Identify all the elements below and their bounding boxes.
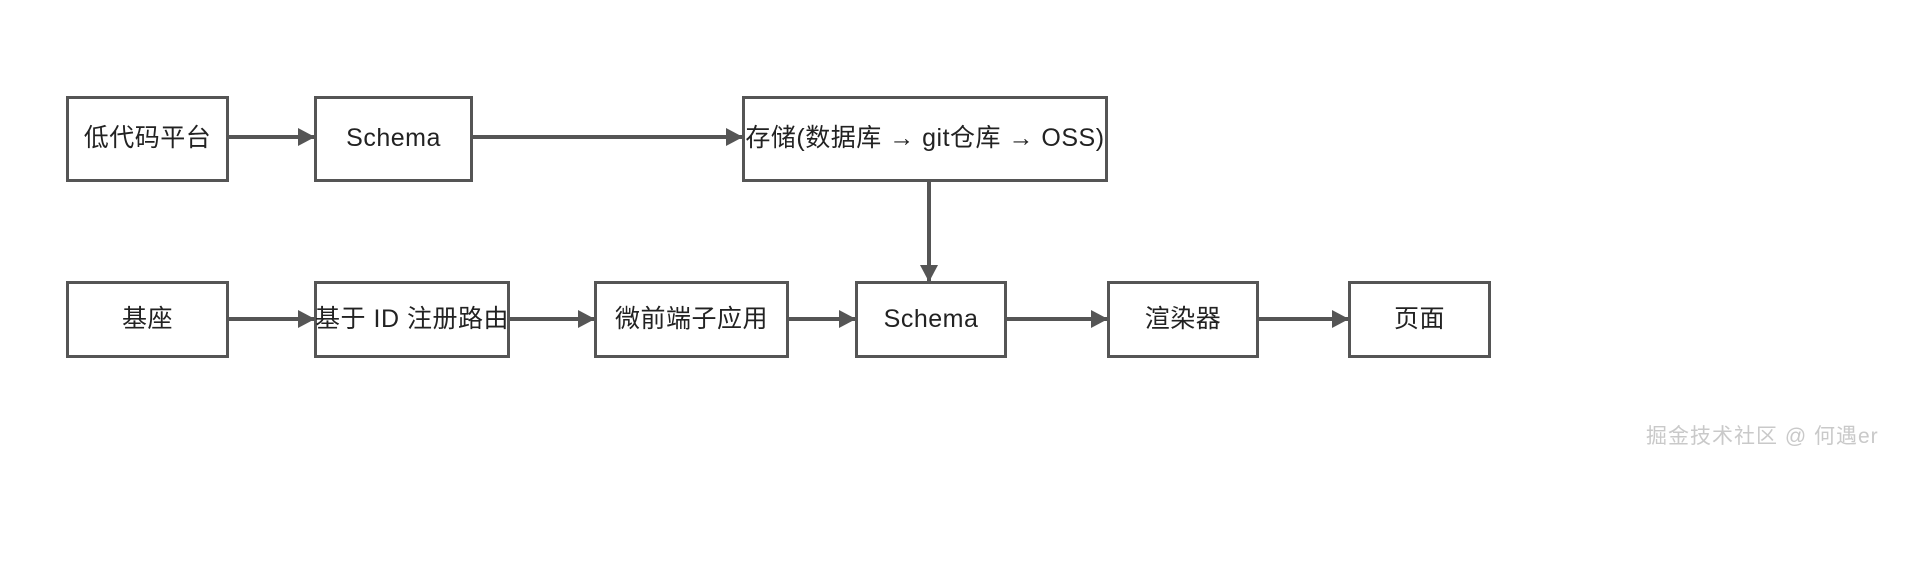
edge-base-to-register-route — [229, 310, 315, 328]
edge-schema-to-storage — [473, 128, 743, 146]
arrow-head-icon — [1091, 310, 1108, 328]
arrow-head-icon — [298, 310, 315, 328]
node-schema-bottom[interactable]: Schema — [855, 281, 1007, 358]
node-label-micro-frontend-app: 微前端子应用 — [614, 304, 768, 333]
node-schema-top[interactable]: Schema — [314, 96, 473, 182]
node-lowcode-platform[interactable]: 低代码平台 — [66, 96, 229, 182]
node-base-shell[interactable]: 基座 — [66, 281, 229, 358]
arrow-head-icon — [839, 310, 856, 328]
watermark: 掘金技术社区 @ 何遇er — [1646, 425, 1879, 448]
node-storage[interactable]: 存储(数据库 → git仓库 → OSS) — [742, 96, 1108, 182]
node-renderer[interactable]: 渲染器 — [1107, 281, 1259, 358]
edge-storage-to-schema-bottom — [920, 182, 938, 282]
edge-renderer-to-page — [1259, 310, 1349, 328]
arrow-head-icon — [920, 265, 938, 282]
node-label-base-shell: 基座 — [121, 304, 173, 333]
edge-register-route-to-micro-app — [510, 310, 595, 328]
arrow-head-icon — [1332, 310, 1349, 328]
arrow-head-icon — [578, 310, 595, 328]
edge-micro-app-to-schema — [789, 310, 856, 328]
node-label-storage: 存储(数据库 → git仓库 → OSS) — [745, 124, 1105, 153]
node-label-register-route-id: 基于 ID 注册路由 — [315, 304, 509, 333]
edge-schema-to-renderer — [1007, 310, 1108, 328]
edge-lowcode-to-schema — [229, 128, 315, 146]
node-register-route-id[interactable]: 基于 ID 注册路由 — [314, 281, 510, 358]
node-page[interactable]: 页面 — [1348, 281, 1491, 358]
node-label-page: 页面 — [1393, 304, 1445, 333]
node-label-schema-top: Schema — [346, 124, 441, 153]
node-label-schema-bottom: Schema — [883, 304, 979, 333]
arrow-head-icon — [298, 128, 315, 146]
node-label-renderer: 渲染器 — [1144, 304, 1222, 333]
arrow-head-icon — [726, 128, 743, 146]
node-label-lowcode-platform: 低代码平台 — [83, 124, 212, 153]
node-micro-frontend-app[interactable]: 微前端子应用 — [594, 281, 789, 358]
